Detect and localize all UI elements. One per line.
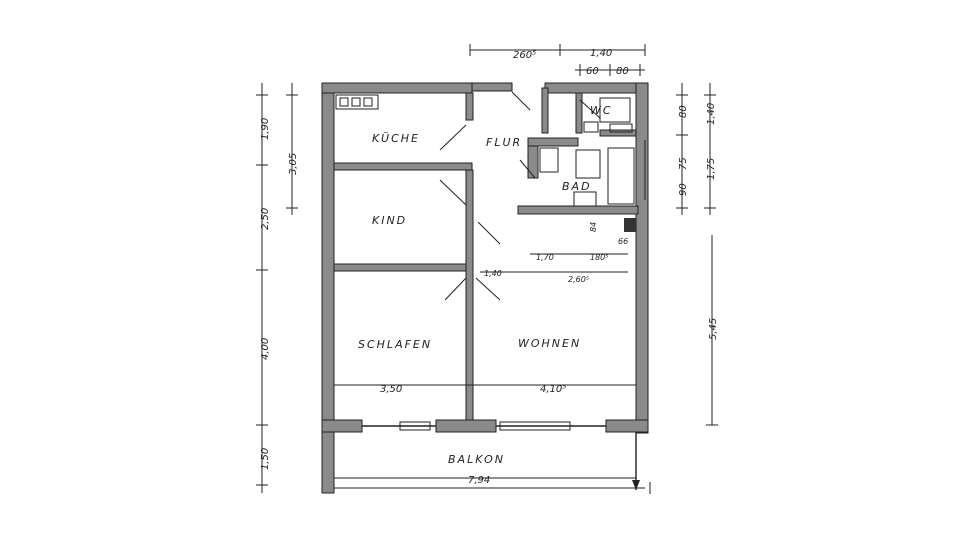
interior-walls [333, 87, 639, 421]
door-bad [519, 159, 536, 179]
dim-left-150: 1,50 [260, 448, 271, 470]
balcony [334, 432, 640, 490]
wall-kueche-kind [333, 162, 473, 171]
heater-icon [624, 218, 636, 232]
dim-bottom-410: 4,10⁵ [540, 384, 566, 395]
dim-left-305: 3,05 [288, 153, 299, 175]
dim-inner-66: 66 [618, 237, 628, 246]
dim-left-400: 4,00 [260, 338, 271, 360]
wall-wc-left [575, 92, 583, 134]
wc-cabinet-icon [609, 123, 633, 133]
dim-top-80: 80 [616, 66, 629, 77]
wall-flur-right [541, 87, 549, 134]
door-flur-diag [477, 221, 501, 245]
door-kind [439, 179, 467, 206]
dim-bottom-794: 7,94 [468, 475, 490, 486]
wall-right [635, 82, 649, 434]
dim-inner-260: 2,60⁵ [568, 275, 589, 284]
wc-toilet-icon [599, 97, 631, 123]
wall-top-right [544, 82, 646, 94]
doors [439, 91, 601, 301]
bath-fixtures [539, 97, 636, 232]
door-kueche [439, 124, 467, 151]
washbasin-icon [573, 191, 597, 207]
label-flur: FLUR [486, 136, 522, 149]
door-schlafen [444, 277, 467, 301]
kitchen-fixtures [335, 94, 379, 110]
wall-flur-kueche [465, 92, 474, 121]
wall-top-left [321, 82, 473, 94]
label-schlafen: SCHLAFEN [358, 338, 432, 351]
burner-icon [339, 97, 349, 107]
dim-bottom-350: 3,50 [380, 384, 402, 395]
dim-left-250: 2,50 [260, 208, 271, 230]
dim-top-60: 60 [586, 66, 599, 77]
wall-top-mid [471, 82, 513, 92]
wall-bottom-left [321, 419, 363, 433]
dim-right-90: 90 [678, 183, 689, 196]
dim-inner-140: 1,40 [484, 269, 502, 278]
window-frame-wohnen [499, 421, 571, 431]
wall-bad-bottom [517, 205, 639, 215]
wall-bottom-mid [435, 419, 497, 433]
toilet-icon [539, 147, 559, 173]
label-kueche: KÜCHE [372, 132, 420, 145]
dim-right-545: 5,45 [708, 318, 719, 340]
door-wohnen [475, 277, 501, 301]
dim-inner-84: 84 [589, 222, 598, 232]
dim-inner-180: 180⁵ [590, 253, 608, 262]
door-entrance [511, 91, 531, 111]
stove-icon [335, 94, 379, 110]
label-wohnen: WOHNEN [518, 337, 581, 350]
wall-wc-bottom [599, 129, 637, 137]
wall-bottom-right [605, 419, 649, 433]
wc-basin-icon [583, 121, 599, 133]
dim-right-80: 80 [678, 105, 689, 118]
outer-walls [321, 82, 649, 494]
window-frame-schlafen [399, 421, 431, 431]
burner-icon [363, 97, 373, 107]
shower-tray-icon [575, 149, 601, 179]
dim-right-175: 1,75 [706, 158, 717, 180]
dim-right-75: 75 [678, 157, 689, 170]
dim-inner-170: 1,70 [536, 253, 554, 262]
wall-kind-schlafen [333, 263, 473, 272]
burner-icon [351, 97, 361, 107]
bathtub-icon [607, 147, 635, 205]
windows [321, 110, 646, 431]
dim-top-140: 1,40 [590, 48, 612, 59]
label-kind: KIND [372, 214, 407, 227]
wall-schlafen-wohnen [465, 169, 474, 421]
dim-top-260: 260⁵ [513, 50, 536, 61]
dim-right-140: 1,40 [706, 103, 717, 125]
door-wc [579, 99, 601, 119]
wall-bad-top [527, 137, 579, 147]
label-wc: WC [590, 104, 613, 117]
label-balkon: BALKON [448, 453, 505, 466]
dimension-lines [256, 44, 718, 494]
dim-left-190: 1,90 [260, 118, 271, 140]
arrow-down-icon [632, 480, 640, 490]
label-bad: BAD [562, 180, 592, 193]
